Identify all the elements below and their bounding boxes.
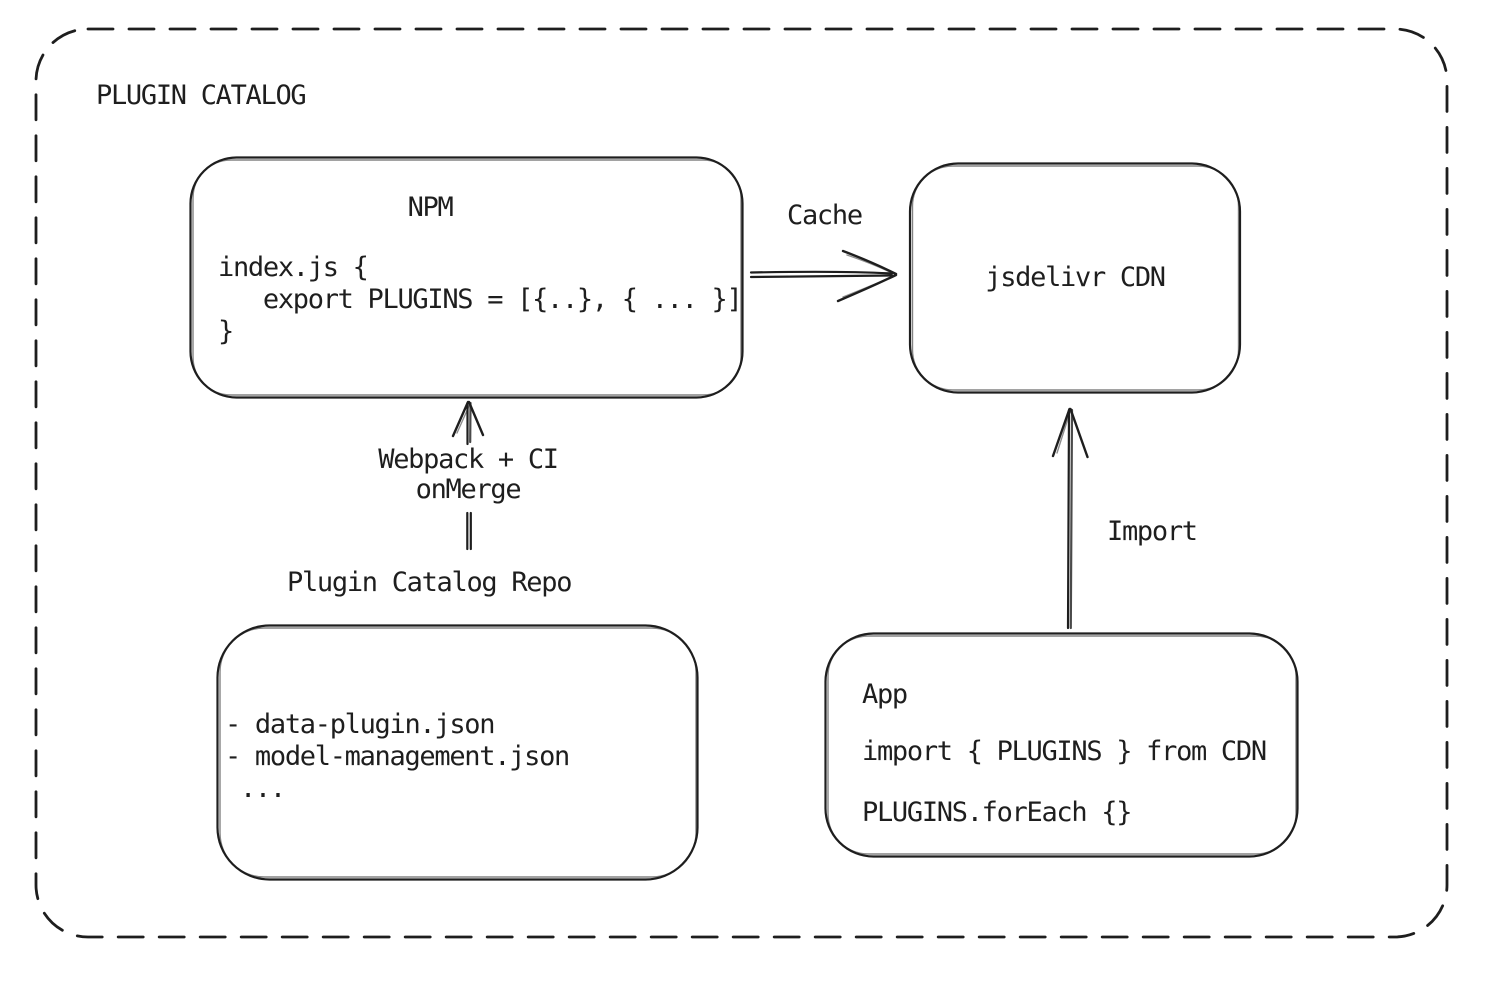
npm-node-title: NPM	[407, 192, 454, 223]
cache-arrow	[751, 251, 896, 301]
npm-node	[191, 158, 743, 398]
cdn-node	[910, 164, 1240, 393]
cache-arrow-label: Cache	[787, 200, 863, 231]
app-node	[826, 634, 1298, 857]
merge-arrow	[453, 402, 483, 549]
cdn-node-label: jsdelivr CDN	[985, 262, 1166, 293]
app-foreach-code: PLUGINS.forEach {}	[862, 797, 1133, 828]
app-node-title: App	[862, 679, 908, 710]
repo-node	[218, 626, 698, 880]
diagram-title: PLUGIN CATALOG	[96, 80, 307, 111]
npm-code: index.js { export PLUGINS = [{..}, { ...…	[218, 252, 743, 347]
app-import-code: import { PLUGINS } from CDN	[862, 736, 1267, 767]
repo-file-list: - data-plugin.json - model-management.js…	[225, 709, 570, 804]
repo-node-label: Plugin Catalog Repo	[287, 567, 572, 598]
import-arrow	[1053, 409, 1088, 628]
merge-arrow-label: Webpack + CI onMerge	[378, 444, 559, 505]
import-arrow-label: Import	[1107, 516, 1198, 547]
catalog-boundary	[36, 29, 1447, 937]
